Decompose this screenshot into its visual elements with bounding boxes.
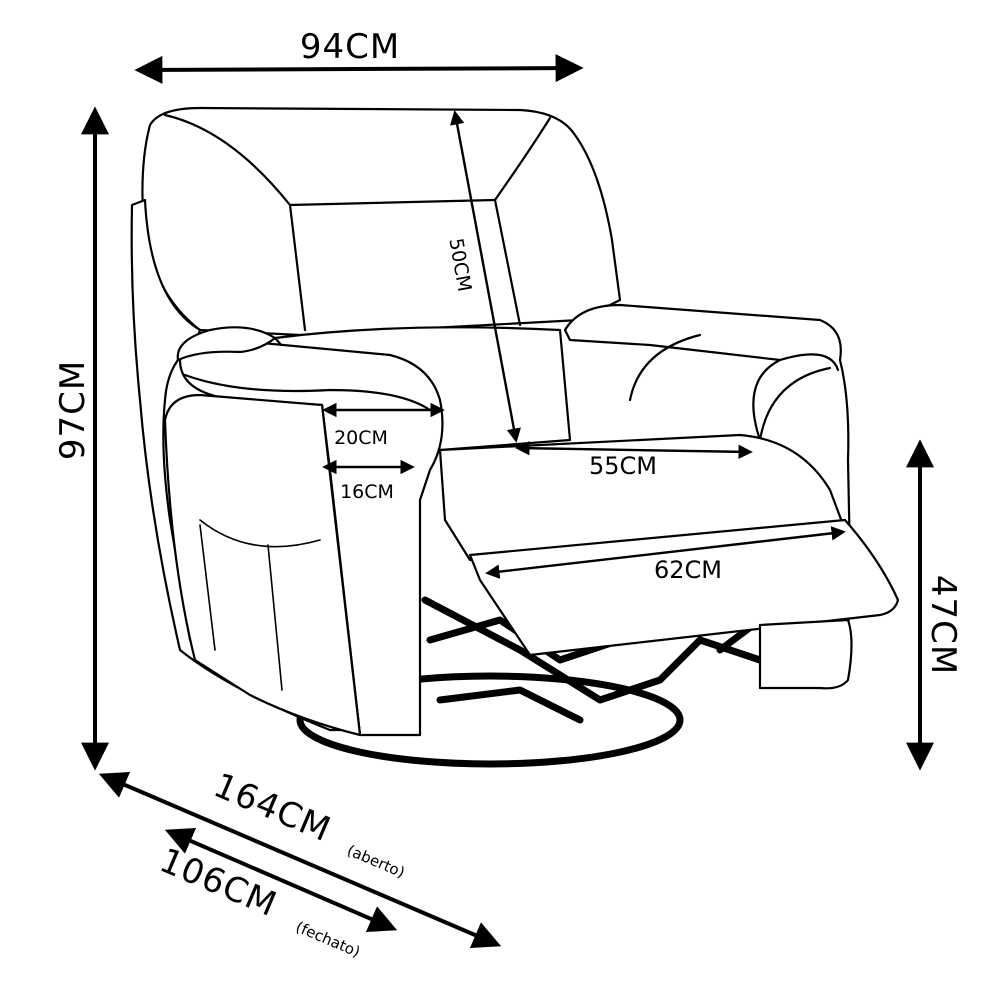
- depth-closed-arrow: [164, 828, 398, 932]
- seat-height-label: 47CM: [923, 575, 963, 675]
- width-arrow: [134, 54, 584, 84]
- width-label: 94CM: [300, 27, 400, 67]
- swivel-base-ring: [296, 672, 684, 768]
- armrest-front-label: 16CM: [340, 481, 394, 503]
- left-lower-body: [163, 393, 362, 737]
- depth-open-note: (aberto): [344, 841, 407, 881]
- footrest-label: 62CM: [654, 556, 722, 584]
- depth-closed-note: (fechato): [293, 918, 363, 961]
- backrest-arrow: [450, 110, 521, 443]
- seat-label: 55CM: [589, 452, 657, 480]
- footrest-arrow: [485, 526, 846, 579]
- height-label: 97CM: [53, 360, 93, 460]
- backrest: [141, 106, 622, 337]
- armrest-top-label: 20CM: [334, 427, 388, 449]
- seat-arrow: [515, 440, 753, 460]
- depth-open-label: 164CM: [208, 765, 337, 850]
